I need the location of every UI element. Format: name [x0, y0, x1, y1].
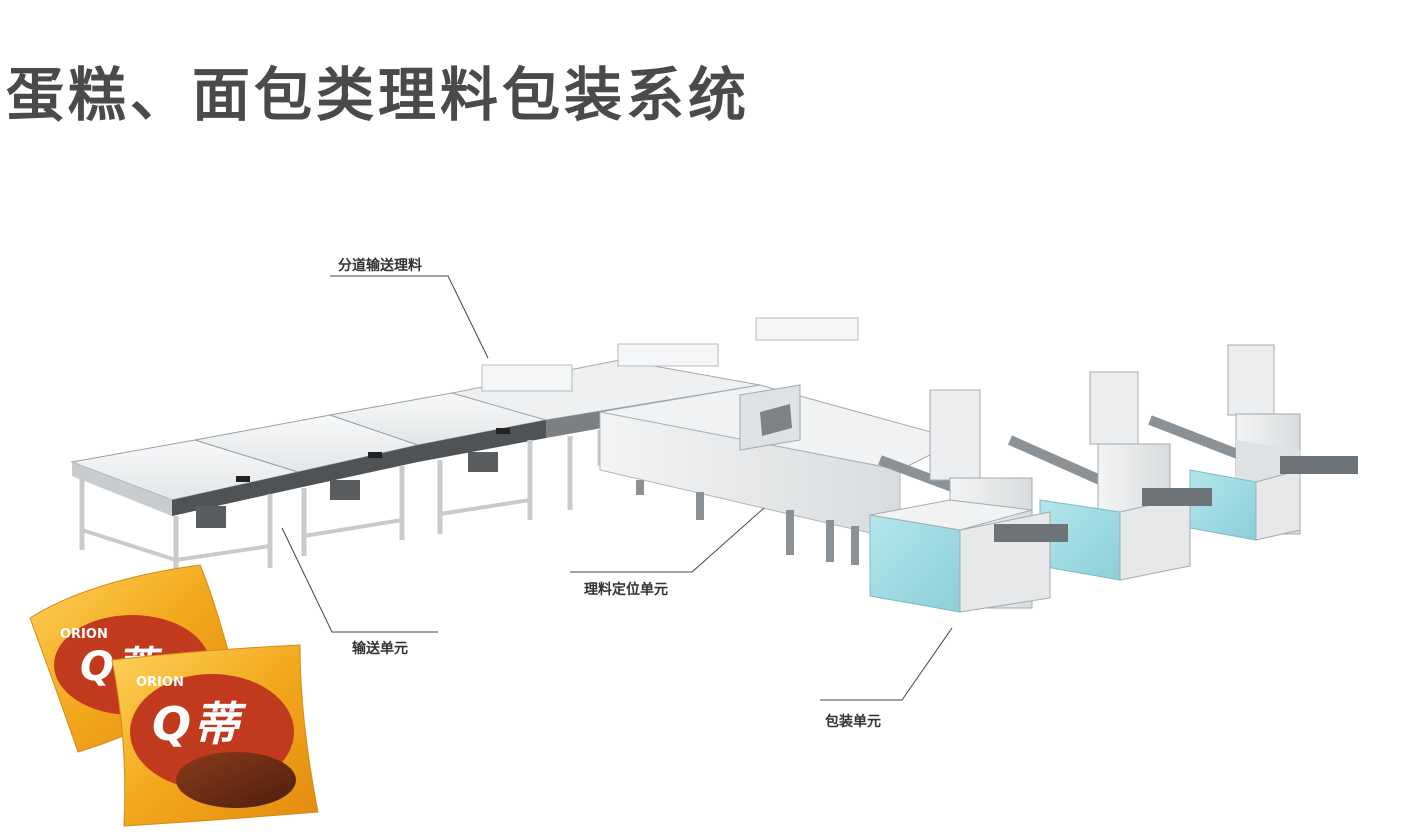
product-package-front: ORION Q蒂 [111, 644, 319, 827]
brand-text-back: ORION [60, 627, 108, 642]
packaging-machine-1 [869, 389, 1068, 613]
brand-text-front: ORION [136, 675, 184, 690]
conveyor-table-2 [194, 414, 420, 556]
packaging-machine-2 [1007, 371, 1212, 581]
label-conveying-unit: 输送单元 [352, 641, 408, 657]
packaging-machine-3 [1148, 344, 1358, 541]
page-title: 蛋糕、面包类理料包装系统 [6, 61, 751, 129]
conveyor-tables [70, 392, 547, 578]
label-positioning-unit: 理料定位单元 [584, 582, 668, 598]
label-packaging-unit: 包装单元 [825, 714, 881, 730]
label-lane-sorting: 分道输送理料 [338, 258, 422, 274]
conveyor-table-3 [328, 392, 547, 534]
product-name-front: Q蒂 [152, 697, 247, 751]
conveyor-table-1 [70, 439, 300, 578]
callout-lines [281, 275, 953, 701]
